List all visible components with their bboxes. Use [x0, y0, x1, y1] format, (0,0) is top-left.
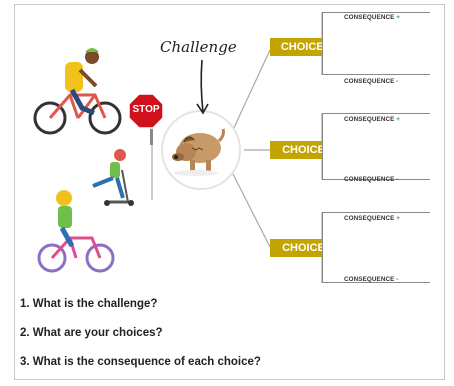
consequence-b-negative: CONSEQUENCE -	[344, 176, 399, 183]
connector-lines	[151, 49, 271, 248]
arrow-down-icon	[196, 59, 209, 115]
question-1: 1. What is the challenge?	[20, 298, 158, 310]
connector-line-c	[231, 171, 271, 248]
consequence-a-positive: CONSEQUENCE +	[344, 14, 401, 21]
consequence-box-b	[322, 113, 430, 180]
consequence-c-negative: CONSEQUENCE -	[344, 276, 399, 283]
consequence-a-negative: CONSEQUENCE -	[344, 78, 399, 85]
cyclist-adult-icon	[33, 48, 122, 135]
dog-sniffing-icon	[161, 110, 241, 190]
stop-sign-icon	[128, 93, 164, 145]
connector-line-a	[231, 49, 271, 133]
challenge-label: Challenge	[160, 38, 237, 56]
child-scooter-icon	[92, 149, 134, 206]
consequence-box-a	[322, 12, 430, 75]
child-bicycle-icon	[37, 190, 115, 273]
consequence-c-positive: CONSEQUENCE +	[344, 215, 401, 222]
consequence-b-positive: CONSEQUENCE +	[344, 116, 401, 123]
consequence-box-c	[322, 212, 430, 283]
question-3: 3. What is the consequence of each choic…	[20, 356, 261, 368]
question-2: 2. What are your choices?	[20, 327, 163, 339]
stop-sign-label: STOP	[132, 104, 160, 115]
